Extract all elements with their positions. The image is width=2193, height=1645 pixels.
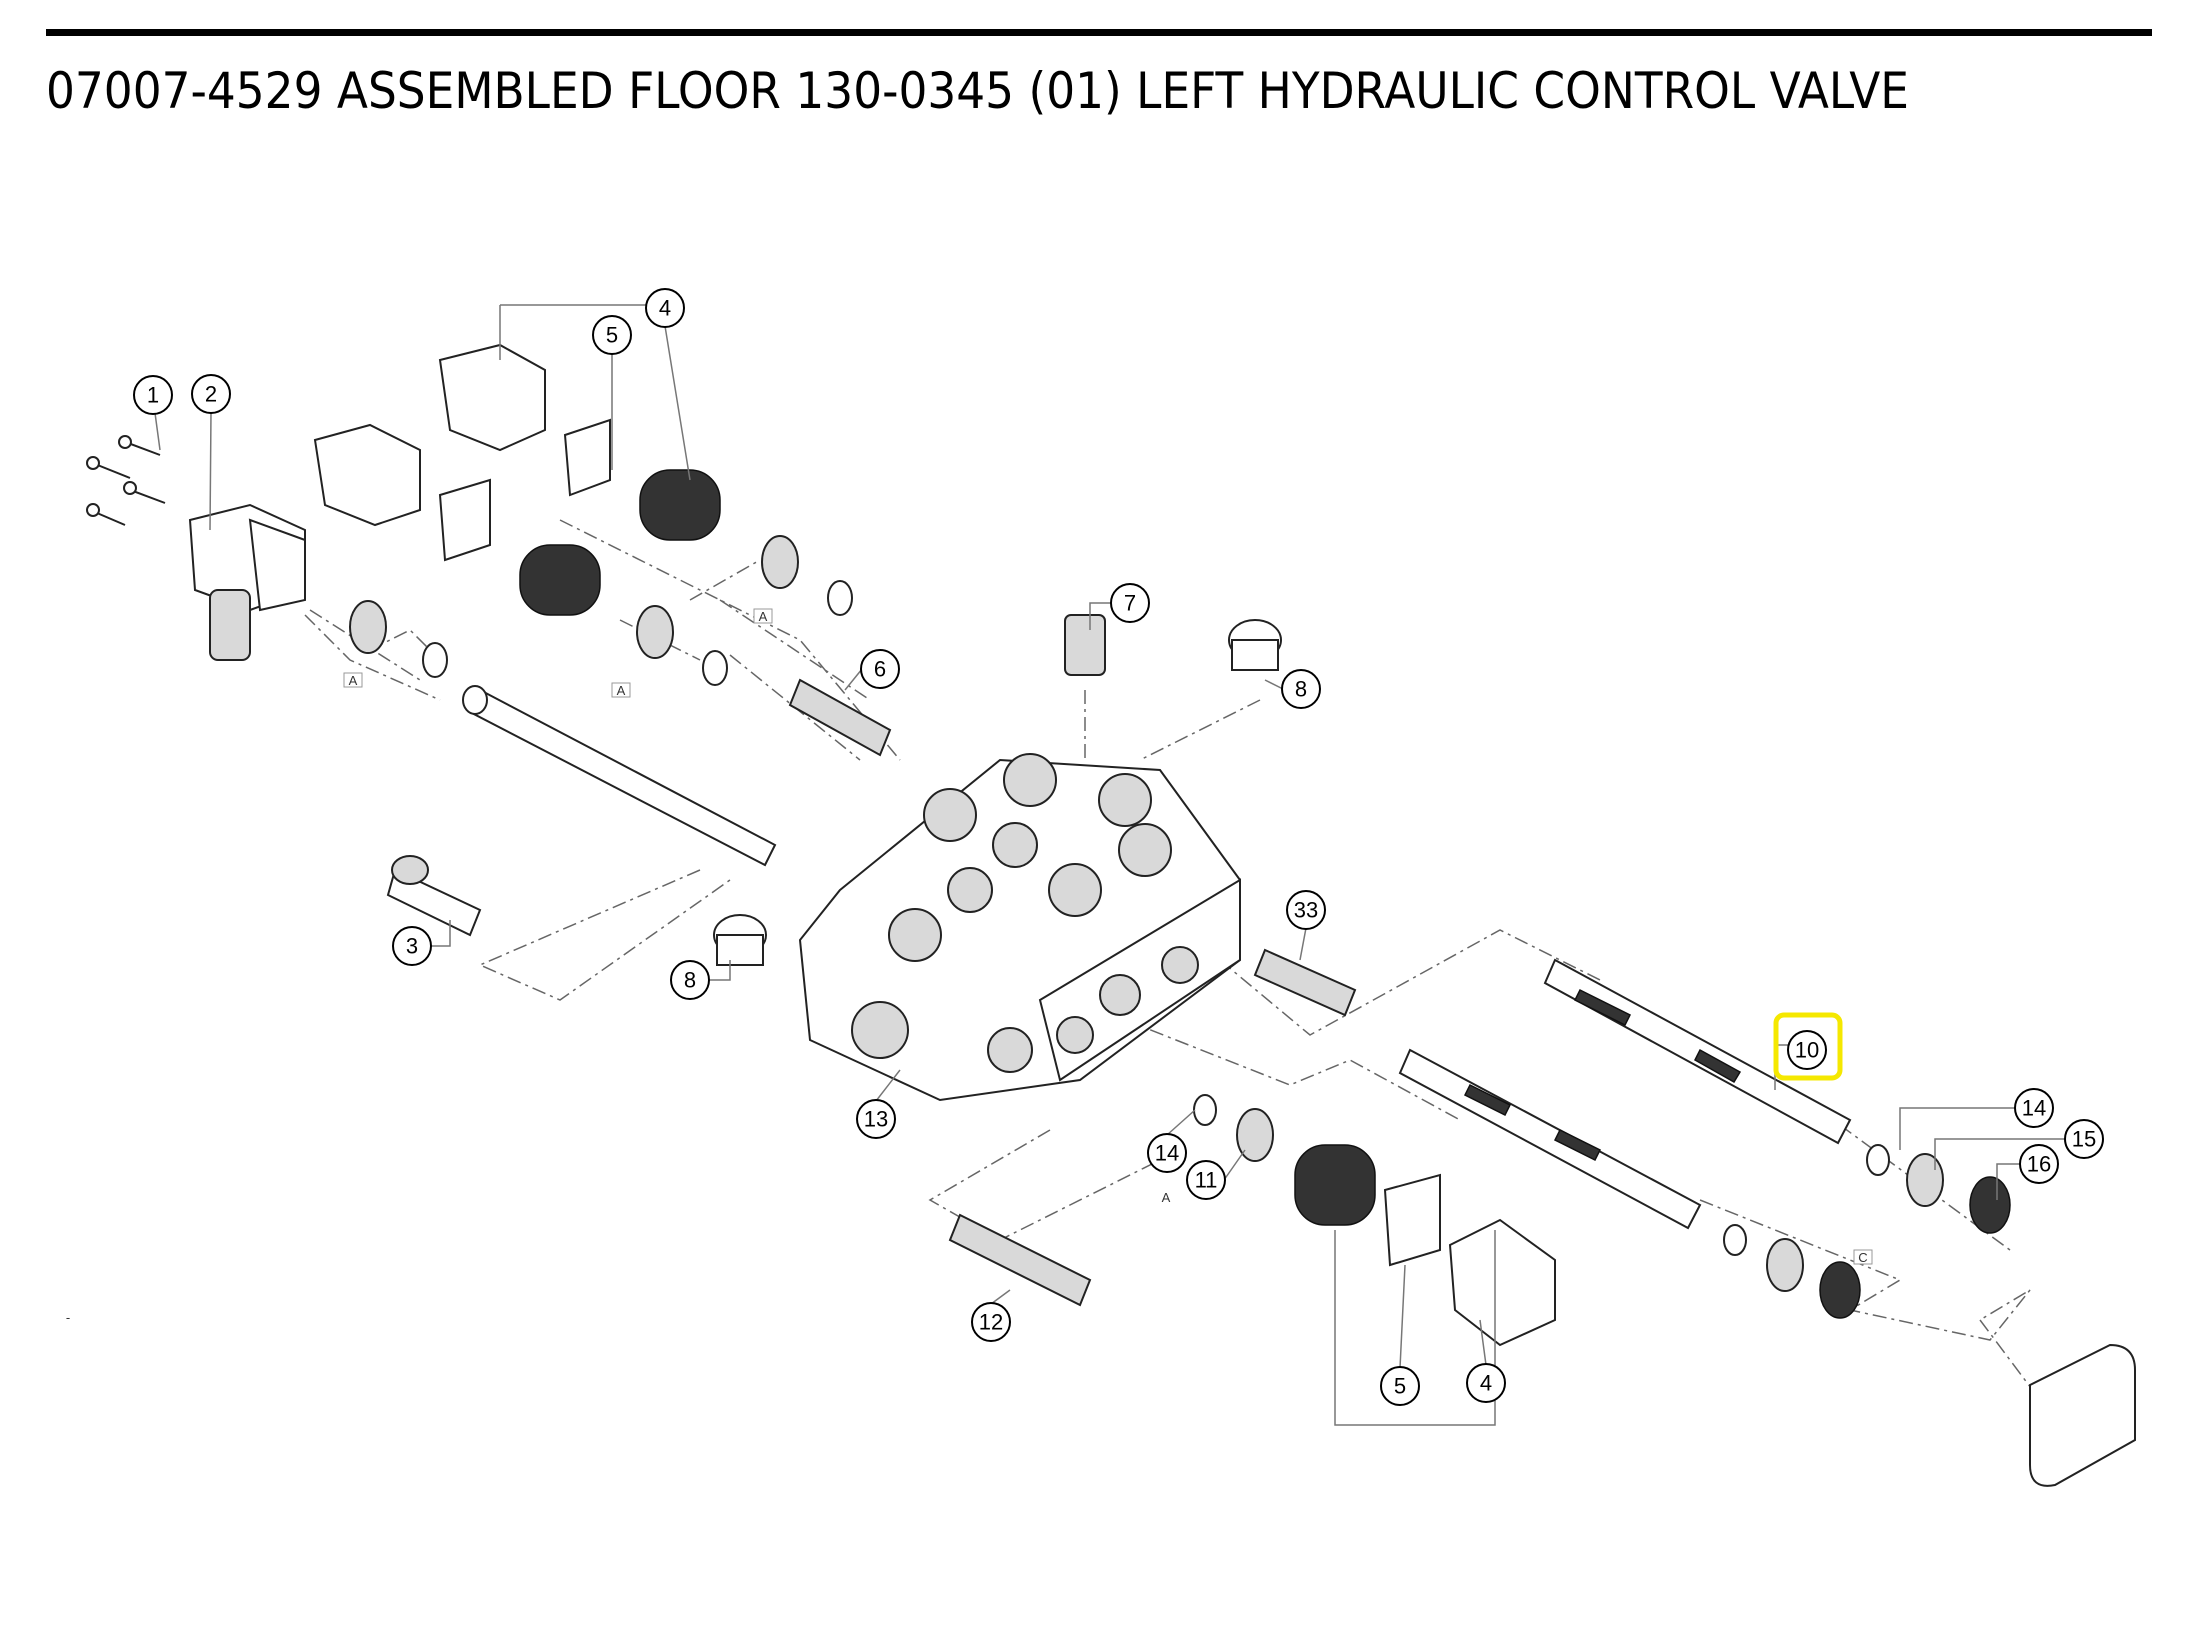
svg-text:8: 8 [1295, 677, 1307, 702]
valve-body [798, 753, 1241, 1102]
callout-4-lower[interactable]: 4 [1466, 1363, 1506, 1403]
callout-highlight-box [1773, 1012, 1843, 1081]
cartridge-12 [948, 1213, 1092, 1307]
spring-housing-upper [313, 343, 611, 562]
svg-text:16: 16 [2027, 1152, 2051, 1177]
plug-8-upper [1228, 619, 1282, 671]
callout-14-middle[interactable]: 14 [1147, 1133, 1187, 1173]
svg-text:4: 4 [659, 296, 671, 321]
svg-text:12: 12 [979, 1310, 1003, 1335]
spool-10 [1543, 958, 1852, 1145]
svg-text:33: 33 [1294, 898, 1318, 923]
relief-valve-6 [788, 678, 892, 757]
svg-text:11: 11 [1195, 1168, 1218, 1193]
spring-housing-lower [1383, 1173, 1556, 1347]
callout-13[interactable]: 13 [856, 1099, 896, 1139]
leader-lines [154, 304, 2066, 1426]
svg-text:7: 7 [1124, 591, 1136, 616]
sleeve-3 [386, 855, 482, 937]
spool-lower [1398, 1048, 1702, 1230]
svg-text:13: 13 [864, 1107, 888, 1132]
svg-text:5: 5 [1394, 1374, 1406, 1399]
svg-text:6: 6 [874, 657, 886, 682]
svg-text:14: 14 [2022, 1096, 2046, 1121]
plug-7 [1064, 614, 1106, 676]
cap-screws [86, 435, 166, 526]
callout-4-upper[interactable]: 4 [645, 288, 685, 328]
spool-upper-left [462, 685, 777, 867]
svg-text:3: 3 [406, 934, 418, 959]
seal-washers [349, 535, 2011, 1319]
callout-5-upper[interactable]: 5 [592, 315, 632, 355]
valve-ports [851, 753, 1199, 1073]
callout-33[interactable]: 33 [1286, 890, 1326, 930]
svg-text:A: A [617, 683, 626, 698]
svg-text:2: 2 [205, 382, 217, 407]
end-cover [2029, 1343, 2136, 1487]
callout-12[interactable]: 12 [971, 1302, 1011, 1342]
callout-7[interactable]: 7 [1110, 583, 1150, 623]
springs [519, 469, 1376, 1226]
svg-text:14: 14 [1155, 1141, 1179, 1166]
callout-15[interactable]: 15 [2064, 1119, 2104, 1159]
plug-8-lower [713, 914, 767, 966]
callout-14-right[interactable]: 14 [2014, 1088, 2054, 1128]
svg-text:8: 8 [684, 968, 696, 993]
svg-text:1: 1 [147, 383, 159, 408]
assembly-centerlines [304, 519, 2041, 1401]
svg-text:5: 5 [606, 323, 618, 348]
svg-text:A: A [349, 673, 358, 688]
header-rule [46, 29, 2152, 36]
callout-10[interactable]: 10 [1787, 1030, 1827, 1070]
callout-2[interactable]: 2 [191, 374, 231, 414]
callout-6[interactable]: 6 [860, 649, 900, 689]
callout-1[interactable]: 1 [133, 375, 173, 415]
svg-text:-: - [66, 1310, 70, 1325]
svg-text:A: A [1162, 1190, 1171, 1205]
end-cap-left [188, 503, 306, 661]
callout-8-upper[interactable]: 8 [1281, 669, 1321, 709]
cartridge-33 [1253, 948, 1357, 1017]
svg-text:15: 15 [2072, 1127, 2096, 1152]
section-labels: A A A A C - [66, 608, 1873, 1325]
callout-5-lower[interactable]: 5 [1380, 1366, 1420, 1406]
svg-text:10: 10 [1795, 1038, 1819, 1063]
callout-8-lower[interactable]: 8 [670, 960, 710, 1000]
callout-11[interactable]: 11 [1186, 1160, 1226, 1200]
svg-text:A: A [759, 609, 768, 624]
callout-3[interactable]: 3 [392, 926, 432, 966]
svg-text:C: C [1858, 1250, 1867, 1265]
page-title: 07007-4529 ASSEMBLED FLOOR 130-0345 (01)… [46, 62, 1909, 120]
svg-text:4: 4 [1480, 1371, 1492, 1396]
callout-16[interactable]: 16 [2019, 1144, 2059, 1184]
